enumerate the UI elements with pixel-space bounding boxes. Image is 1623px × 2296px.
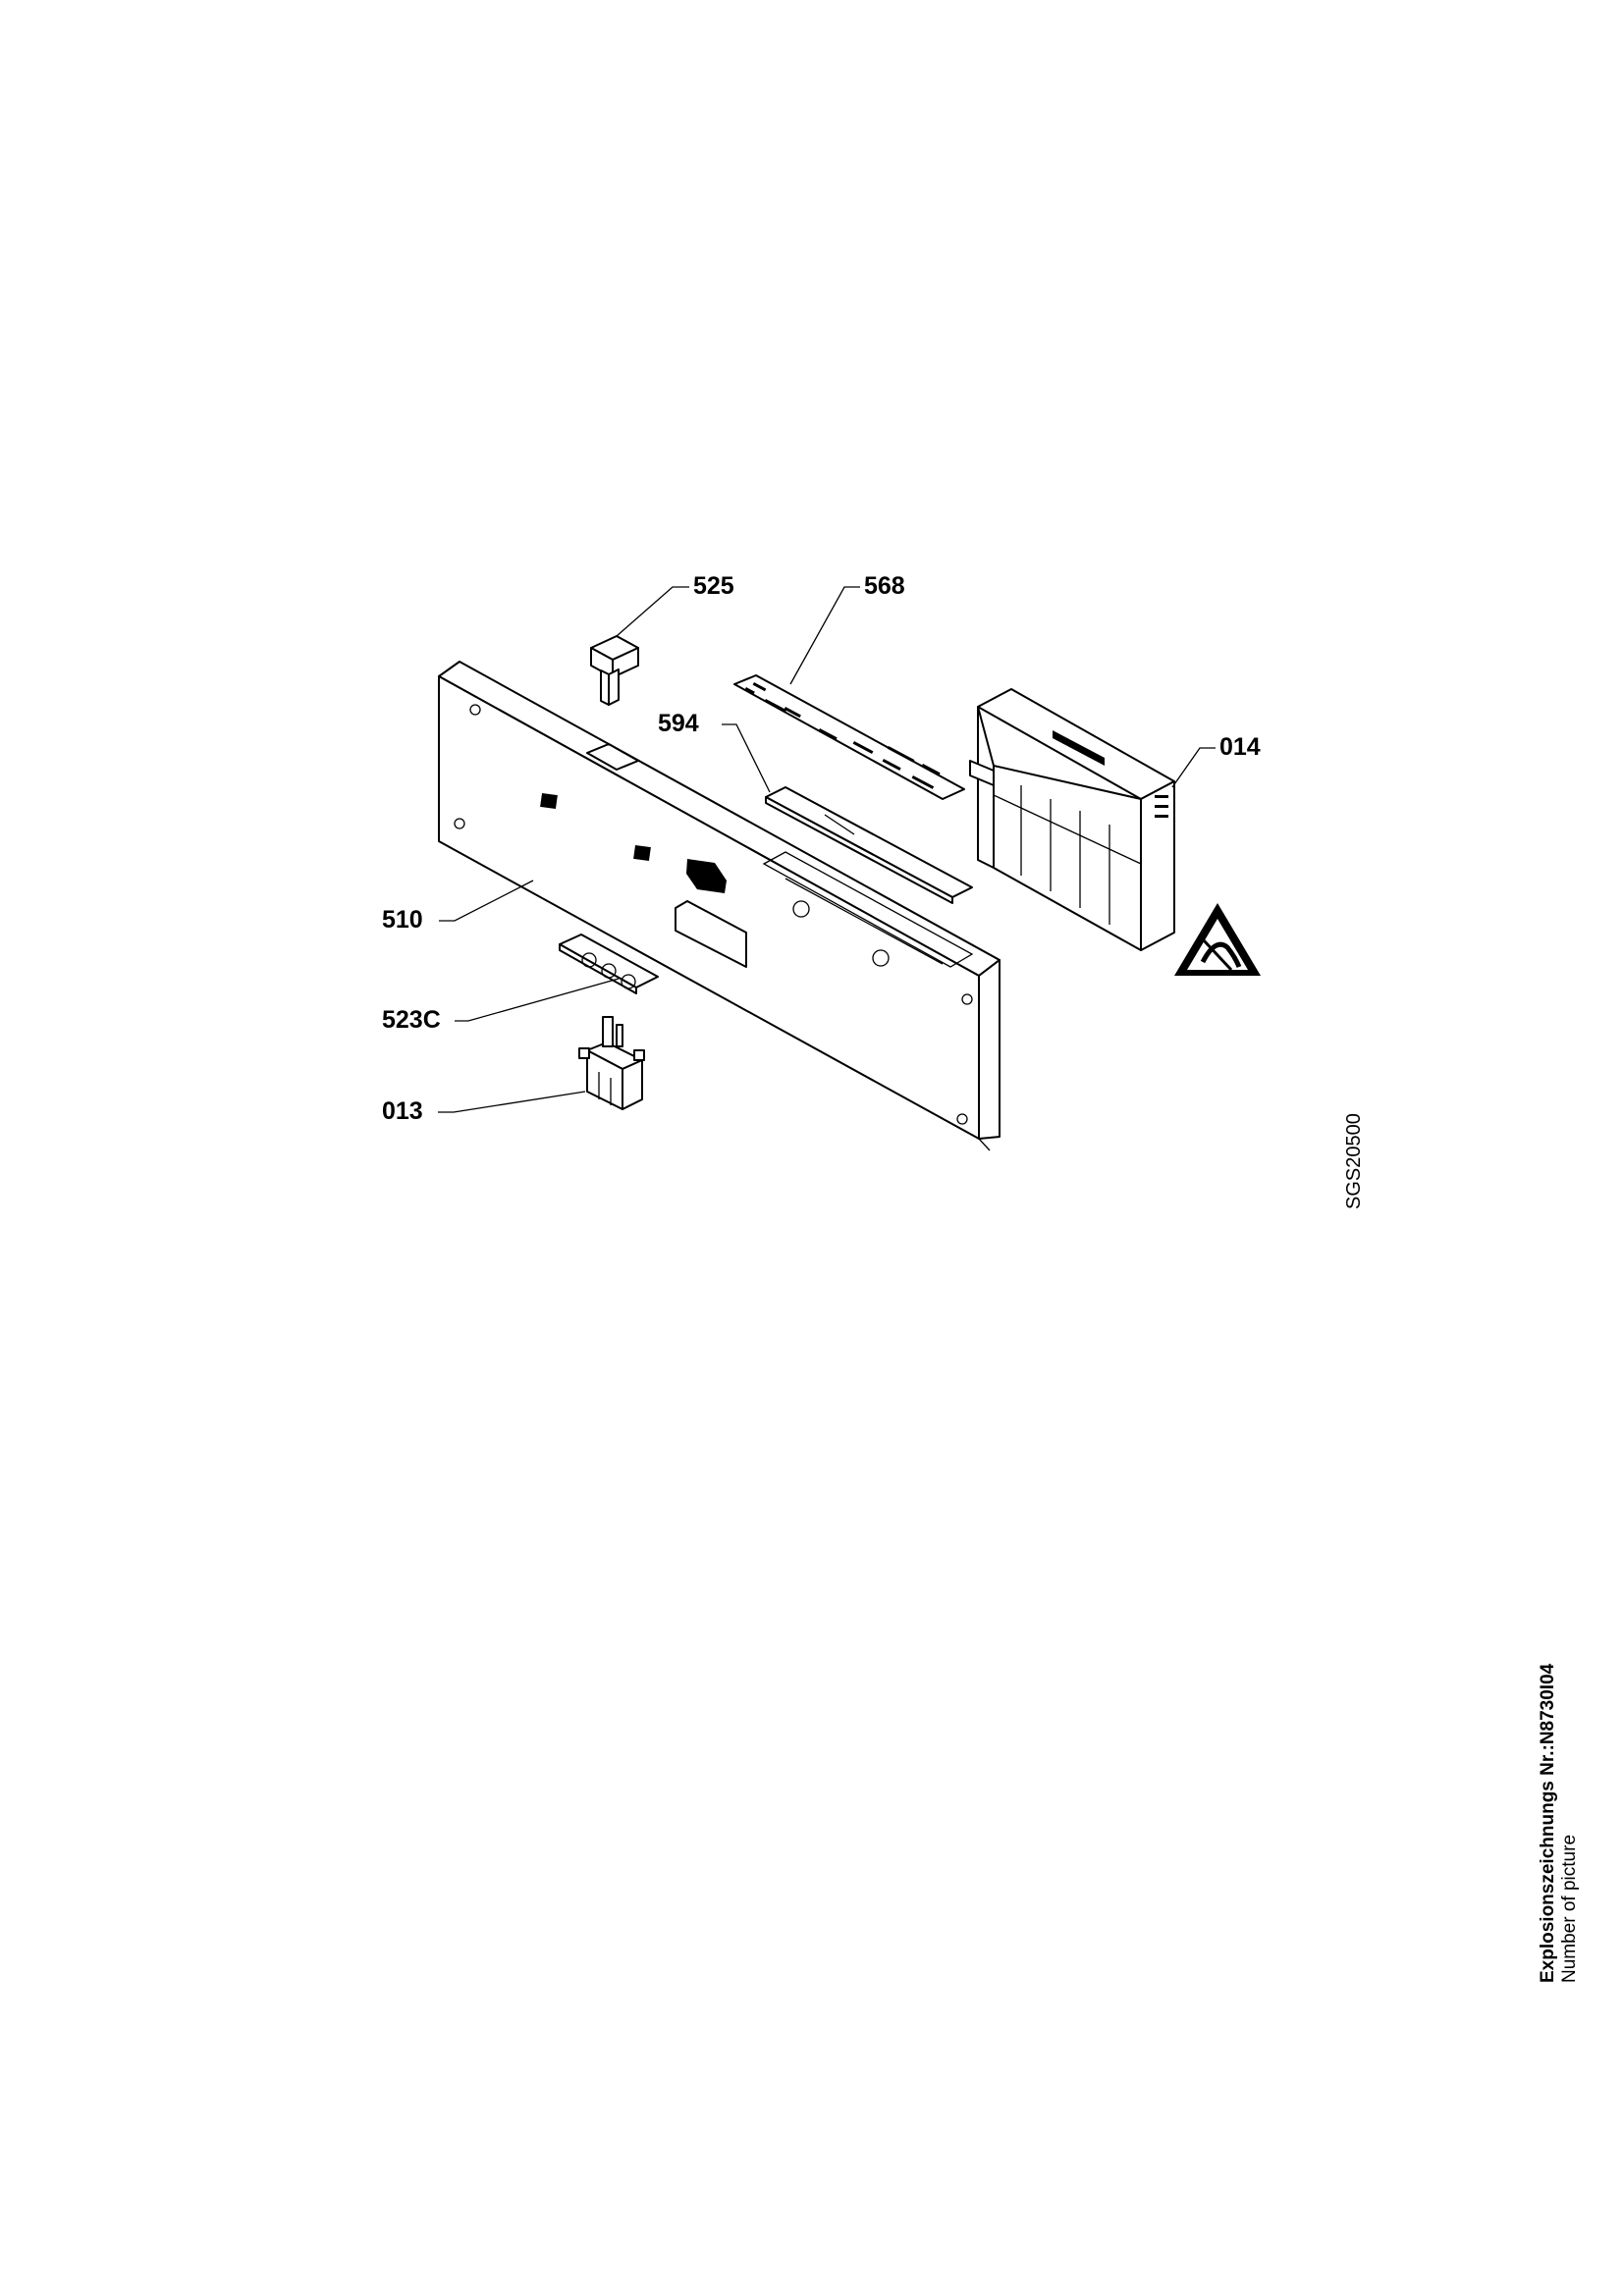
part-594-display-strip <box>765 786 973 904</box>
part-014-electronic-module <box>969 688 1175 951</box>
label-510: 510 <box>382 906 423 934</box>
footer-subtitle: Number of picture <box>1559 1834 1580 1983</box>
label-568: 568 <box>864 572 905 600</box>
leader-lines <box>438 586 1216 1113</box>
drawing-code: SGS20500 <box>1343 1113 1365 1209</box>
part-568-label <box>733 674 965 800</box>
esd-warning-icon <box>1174 903 1261 976</box>
label-594: 594 <box>658 710 699 737</box>
label-525: 525 <box>693 572 734 600</box>
footer-title: Explosionszeichnungs Nr.:N8730I04 <box>1538 1663 1558 1983</box>
part-013-switch <box>578 1016 645 1110</box>
label-014: 014 <box>1219 733 1261 761</box>
label-523c: 523C <box>382 1006 441 1034</box>
part-523c-bracket <box>559 934 659 994</box>
label-013: 013 <box>382 1097 423 1125</box>
part-510-control-panel <box>438 661 1001 1151</box>
part-525-push-button <box>590 635 639 706</box>
